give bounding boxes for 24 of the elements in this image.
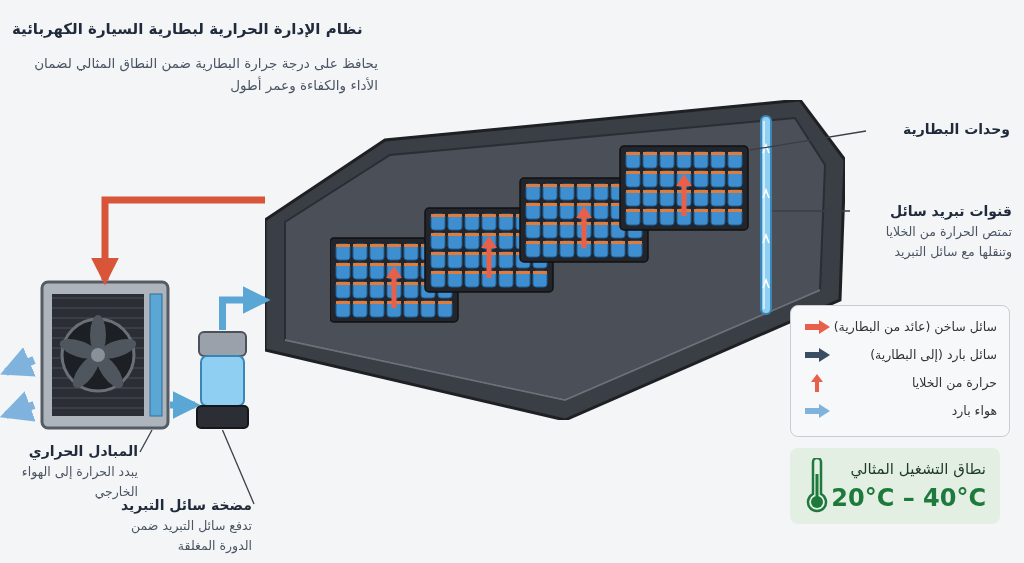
panel-heading: نطاق التشغيل المثالي [850, 460, 986, 478]
callout-text: تدفع سائل التبريد ضمن الدورة المغلقة [130, 517, 252, 556]
coolant-pipe [170, 391, 201, 419]
leader-line [221, 429, 255, 505]
leader-line [749, 130, 867, 151]
temperature-range: 20°C – 40°C [831, 484, 986, 512]
heat-exchanger-drawing [40, 280, 170, 430]
subtitle: يحافظ على درجة جرارة البطارية ضمن النطاق المثالي لضمان الأداء والكفاءة وعمر أطول [33, 54, 378, 96]
legend-label: هواء بارد [951, 402, 997, 421]
title: نظام الإدارة الحرارية لبطارية السيارة الكهربائية [12, 20, 363, 38]
leader-line [139, 429, 153, 453]
legend-label: سائل ساخن (عائد من البطارية) [833, 318, 997, 337]
callout-heading: قنوات تبريد سائل [888, 202, 1012, 222]
coolant-pump-drawing [195, 330, 250, 430]
callout-text: تمتص الحرارة من الخلايا وتنقلها مع سائل التبريد [884, 223, 1012, 262]
range-panel [790, 448, 1000, 524]
callout-heading: مضخة سائل التبريد [120, 497, 252, 516]
coolant-pipe [91, 196, 265, 286]
callout-heading: المبادل الحراري [27, 442, 138, 462]
legend-label: حرارة من الخلايا [912, 374, 997, 393]
callout-heading: وحدات البطارية [901, 120, 1010, 140]
cooling-channel [760, 115, 772, 315]
legend-label: سائل بارد (إلى البطارية) [870, 346, 997, 365]
callout-text: يبدد الحرارة إلى الهواء الخارجي [20, 463, 138, 500]
